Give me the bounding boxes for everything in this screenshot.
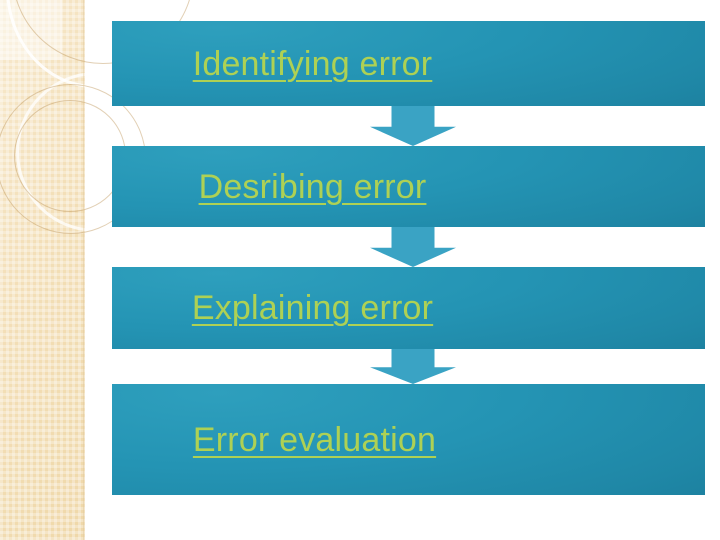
decorative-sidebar [0, 0, 194, 540]
flow-step-2[interactable]: Desribing error [112, 146, 705, 227]
flow-step-4[interactable]: Error evaluation [112, 384, 705, 495]
sidebar-edge [83, 0, 85, 540]
flow-step-3-label: Explaining error [191, 289, 434, 327]
arrow-down-icon-1 [370, 106, 456, 146]
flow-step-2-label: Desribing error [198, 167, 427, 206]
arrow-down-icon-2 [370, 227, 456, 267]
flow-step-1[interactable]: Identifying error [112, 21, 705, 106]
flow-step-3[interactable]: Explaining error [112, 267, 705, 349]
flow-step-4-label: Error evaluation [192, 420, 437, 459]
arrow-down-icon-3 [370, 349, 456, 384]
flow-step-1-label: Identifying error [192, 44, 433, 83]
